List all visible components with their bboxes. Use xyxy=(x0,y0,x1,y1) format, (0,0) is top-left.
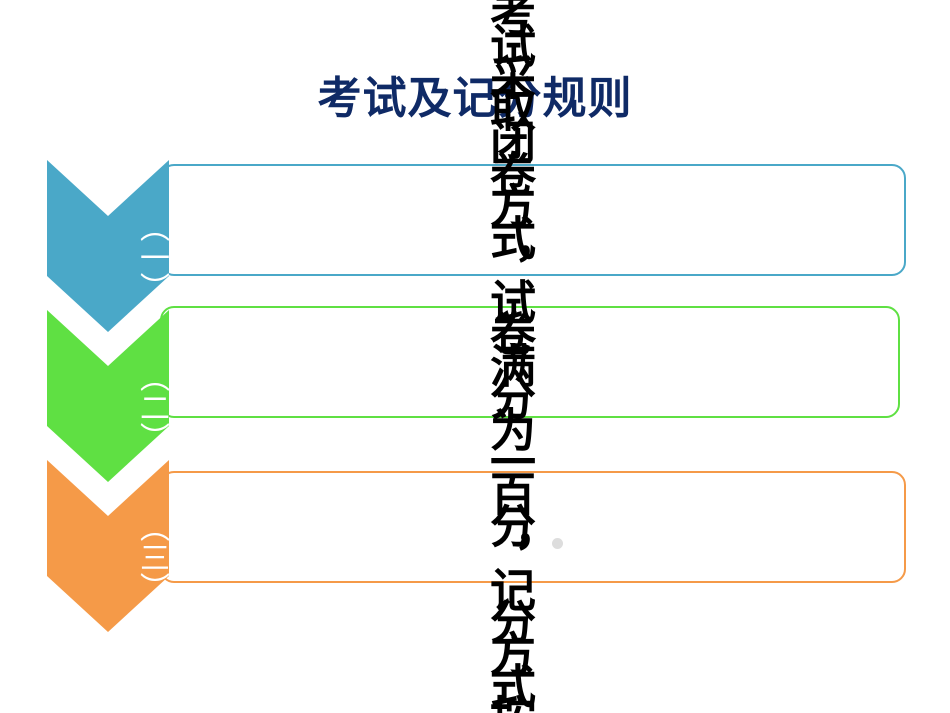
bullet-dot xyxy=(552,538,563,549)
item-box-3 xyxy=(160,471,906,583)
chevron-label-1: （一） xyxy=(134,212,169,302)
chevron-3: （三） xyxy=(47,460,169,632)
chevron-2: （二） xyxy=(47,310,169,482)
overlay-vertical-text: 考试采取闭卷方式，试卷满分为一百分，记分方式按百分制计算，成绩达到六十分为及格。 xyxy=(483,0,537,713)
item-box-2 xyxy=(160,306,900,418)
chevron-label-2: （二） xyxy=(134,362,169,452)
page-title: 考试及记分规则 xyxy=(317,73,633,124)
chevron-1: （一） xyxy=(47,160,169,332)
item-box-1 xyxy=(160,164,906,276)
chevron-label-3: （三） xyxy=(134,512,169,602)
